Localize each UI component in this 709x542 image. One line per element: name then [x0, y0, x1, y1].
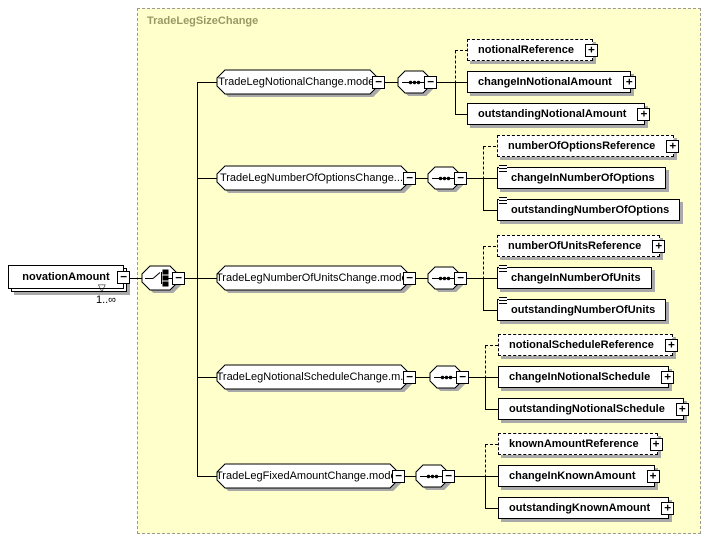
collapse-icon[interactable]: − — [172, 272, 185, 285]
element-name: outstandingNotionalSchedule — [509, 403, 665, 415]
element-name: outstandingKnownAmount — [509, 502, 651, 514]
element-name: outstandingNotionalAmount — [478, 108, 627, 120]
expand-icon[interactable]: + — [584, 44, 598, 57]
element-outstandingNotionalAmount[interactable]: outstandingNotionalAmount + — [467, 103, 651, 125]
element-changeInNumberOfOptions[interactable]: changeInNumberOfOptions — [497, 165, 666, 189]
sequence-icon[interactable] — [416, 465, 448, 487]
occurs-triangle-icon: ▽ — [98, 283, 106, 294]
element-name: numberOfUnitsReference — [508, 240, 642, 252]
expand-icon[interactable]: + — [666, 140, 680, 153]
collapse-icon[interactable]: − — [456, 371, 469, 384]
element-changeInKnownAmount[interactable]: changeInKnownAmount + — [498, 465, 660, 487]
element-name: changeInNumberOfOptions — [511, 172, 655, 184]
element-knownAmountReference[interactable]: knownAmountReference + — [498, 433, 663, 455]
collapse-icon[interactable]: − — [403, 272, 416, 285]
expand-icon[interactable]: + — [652, 240, 666, 253]
model-group-TradeLegNumberOfUnitsChange[interactable]: TradeLegNumberOfUnitsChange.model — [217, 266, 409, 290]
element-notionalReference[interactable]: notionalReference + — [467, 39, 598, 61]
element-outstandingNumberOfUnits[interactable]: outstandingNumberOfUnits — [497, 297, 667, 321]
collapse-icon[interactable]: − — [454, 272, 467, 285]
text-content-icon — [499, 265, 507, 274]
element-changeInNotionalAmount[interactable]: changeInNotionalAmount + — [467, 71, 636, 93]
element-name: changeInKnownAmount — [509, 470, 636, 482]
element-name: novationAmount — [22, 271, 110, 283]
collapse-icon[interactable]: − — [424, 76, 437, 89]
element-name: outstandingNumberOfUnits — [511, 304, 656, 316]
expand-icon[interactable]: + — [661, 371, 675, 384]
model-group-label: TradeLegFixedAmountChange.model — [217, 470, 398, 482]
element-name: notionalScheduleReference — [509, 339, 654, 351]
collapse-icon[interactable]: − — [372, 76, 385, 89]
collapse-icon[interactable]: − — [454, 172, 467, 185]
element-novationAmount[interactable]: novationAmount − — [8, 265, 130, 292]
element-name: numberOfOptionsReference — [508, 140, 656, 152]
element-outstandingNumberOfOptions[interactable]: outstandingNumberOfOptions — [497, 197, 681, 221]
cardinality-label: 1..∞ — [95, 294, 117, 306]
element-outstandingKnownAmount[interactable]: outstandingKnownAmount + — [498, 497, 675, 519]
sequence-icon[interactable] — [428, 267, 460, 289]
element-name: outstandingNumberOfOptions — [511, 204, 670, 216]
element-outstandingNotionalSchedule[interactable]: outstandingNotionalSchedule + — [498, 398, 689, 420]
model-group-TradeLegNotionalScheduleChange[interactable]: TradeLegNotionalScheduleChange.m... — [217, 365, 409, 389]
element-changeInNotionalSchedule[interactable]: changeInNotionalSchedule + — [498, 366, 675, 388]
expand-icon[interactable]: + — [664, 339, 678, 352]
expand-icon[interactable]: + — [675, 403, 689, 416]
expand-icon[interactable]: + — [649, 438, 663, 451]
element-novationAmount-box[interactable]: novationAmount − — [8, 265, 130, 289]
model-group-label: TradeLegNumberOfOptionsChange.... — [219, 172, 407, 184]
expand-icon[interactable]: + — [661, 502, 675, 515]
collapse-icon[interactable]: − — [392, 470, 405, 483]
element-name: knownAmountReference — [509, 438, 639, 450]
element-name: changeInNotionalAmount — [478, 76, 612, 88]
model-group-TradeLegNotionalChange[interactable]: TradeLegNotionalChange.model — [217, 70, 378, 94]
element-name: changeInNumberOfUnits — [511, 272, 641, 284]
collapse-icon[interactable]: − — [403, 172, 416, 185]
model-group-TradeLegNumberOfOptionsChange[interactable]: TradeLegNumberOfOptionsChange.... — [217, 166, 409, 190]
sequence-icon[interactable] — [428, 167, 460, 189]
choice-icon[interactable] — [142, 266, 178, 290]
expand-icon[interactable]: + — [646, 470, 660, 483]
expand-icon[interactable]: + — [622, 76, 636, 89]
element-name: notionalReference — [478, 44, 574, 56]
element-numberOfOptionsReference[interactable]: numberOfOptionsReference + — [497, 135, 680, 157]
model-group-label: TradeLegNumberOfUnitsChange.model — [217, 272, 409, 284]
text-content-icon — [499, 165, 507, 174]
sequence-icon[interactable] — [398, 71, 430, 93]
sequence-icon[interactable] — [430, 366, 462, 388]
element-name: changeInNotionalSchedule — [509, 371, 651, 383]
element-numberOfUnitsReference[interactable]: numberOfUnitsReference + — [497, 235, 666, 257]
expand-icon[interactable]: + — [637, 108, 651, 121]
model-group-TradeLegFixedAmountChange[interactable]: TradeLegFixedAmountChange.model — [217, 464, 398, 488]
text-content-icon — [499, 297, 507, 306]
element-notionalScheduleReference[interactable]: notionalScheduleReference + — [498, 334, 678, 356]
element-changeInNumberOfUnits[interactable]: changeInNumberOfUnits — [497, 265, 652, 289]
collapse-icon[interactable]: − — [403, 371, 416, 384]
text-content-icon — [499, 197, 507, 206]
model-group-label: TradeLegNotionalChange.model — [218, 76, 377, 88]
container-title: TradeLegSizeChange — [147, 15, 259, 27]
collapse-icon[interactable]: − — [442, 470, 455, 483]
model-group-label: TradeLegNotionalScheduleChange.m... — [217, 371, 409, 383]
collapse-icon[interactable]: − — [117, 271, 130, 284]
